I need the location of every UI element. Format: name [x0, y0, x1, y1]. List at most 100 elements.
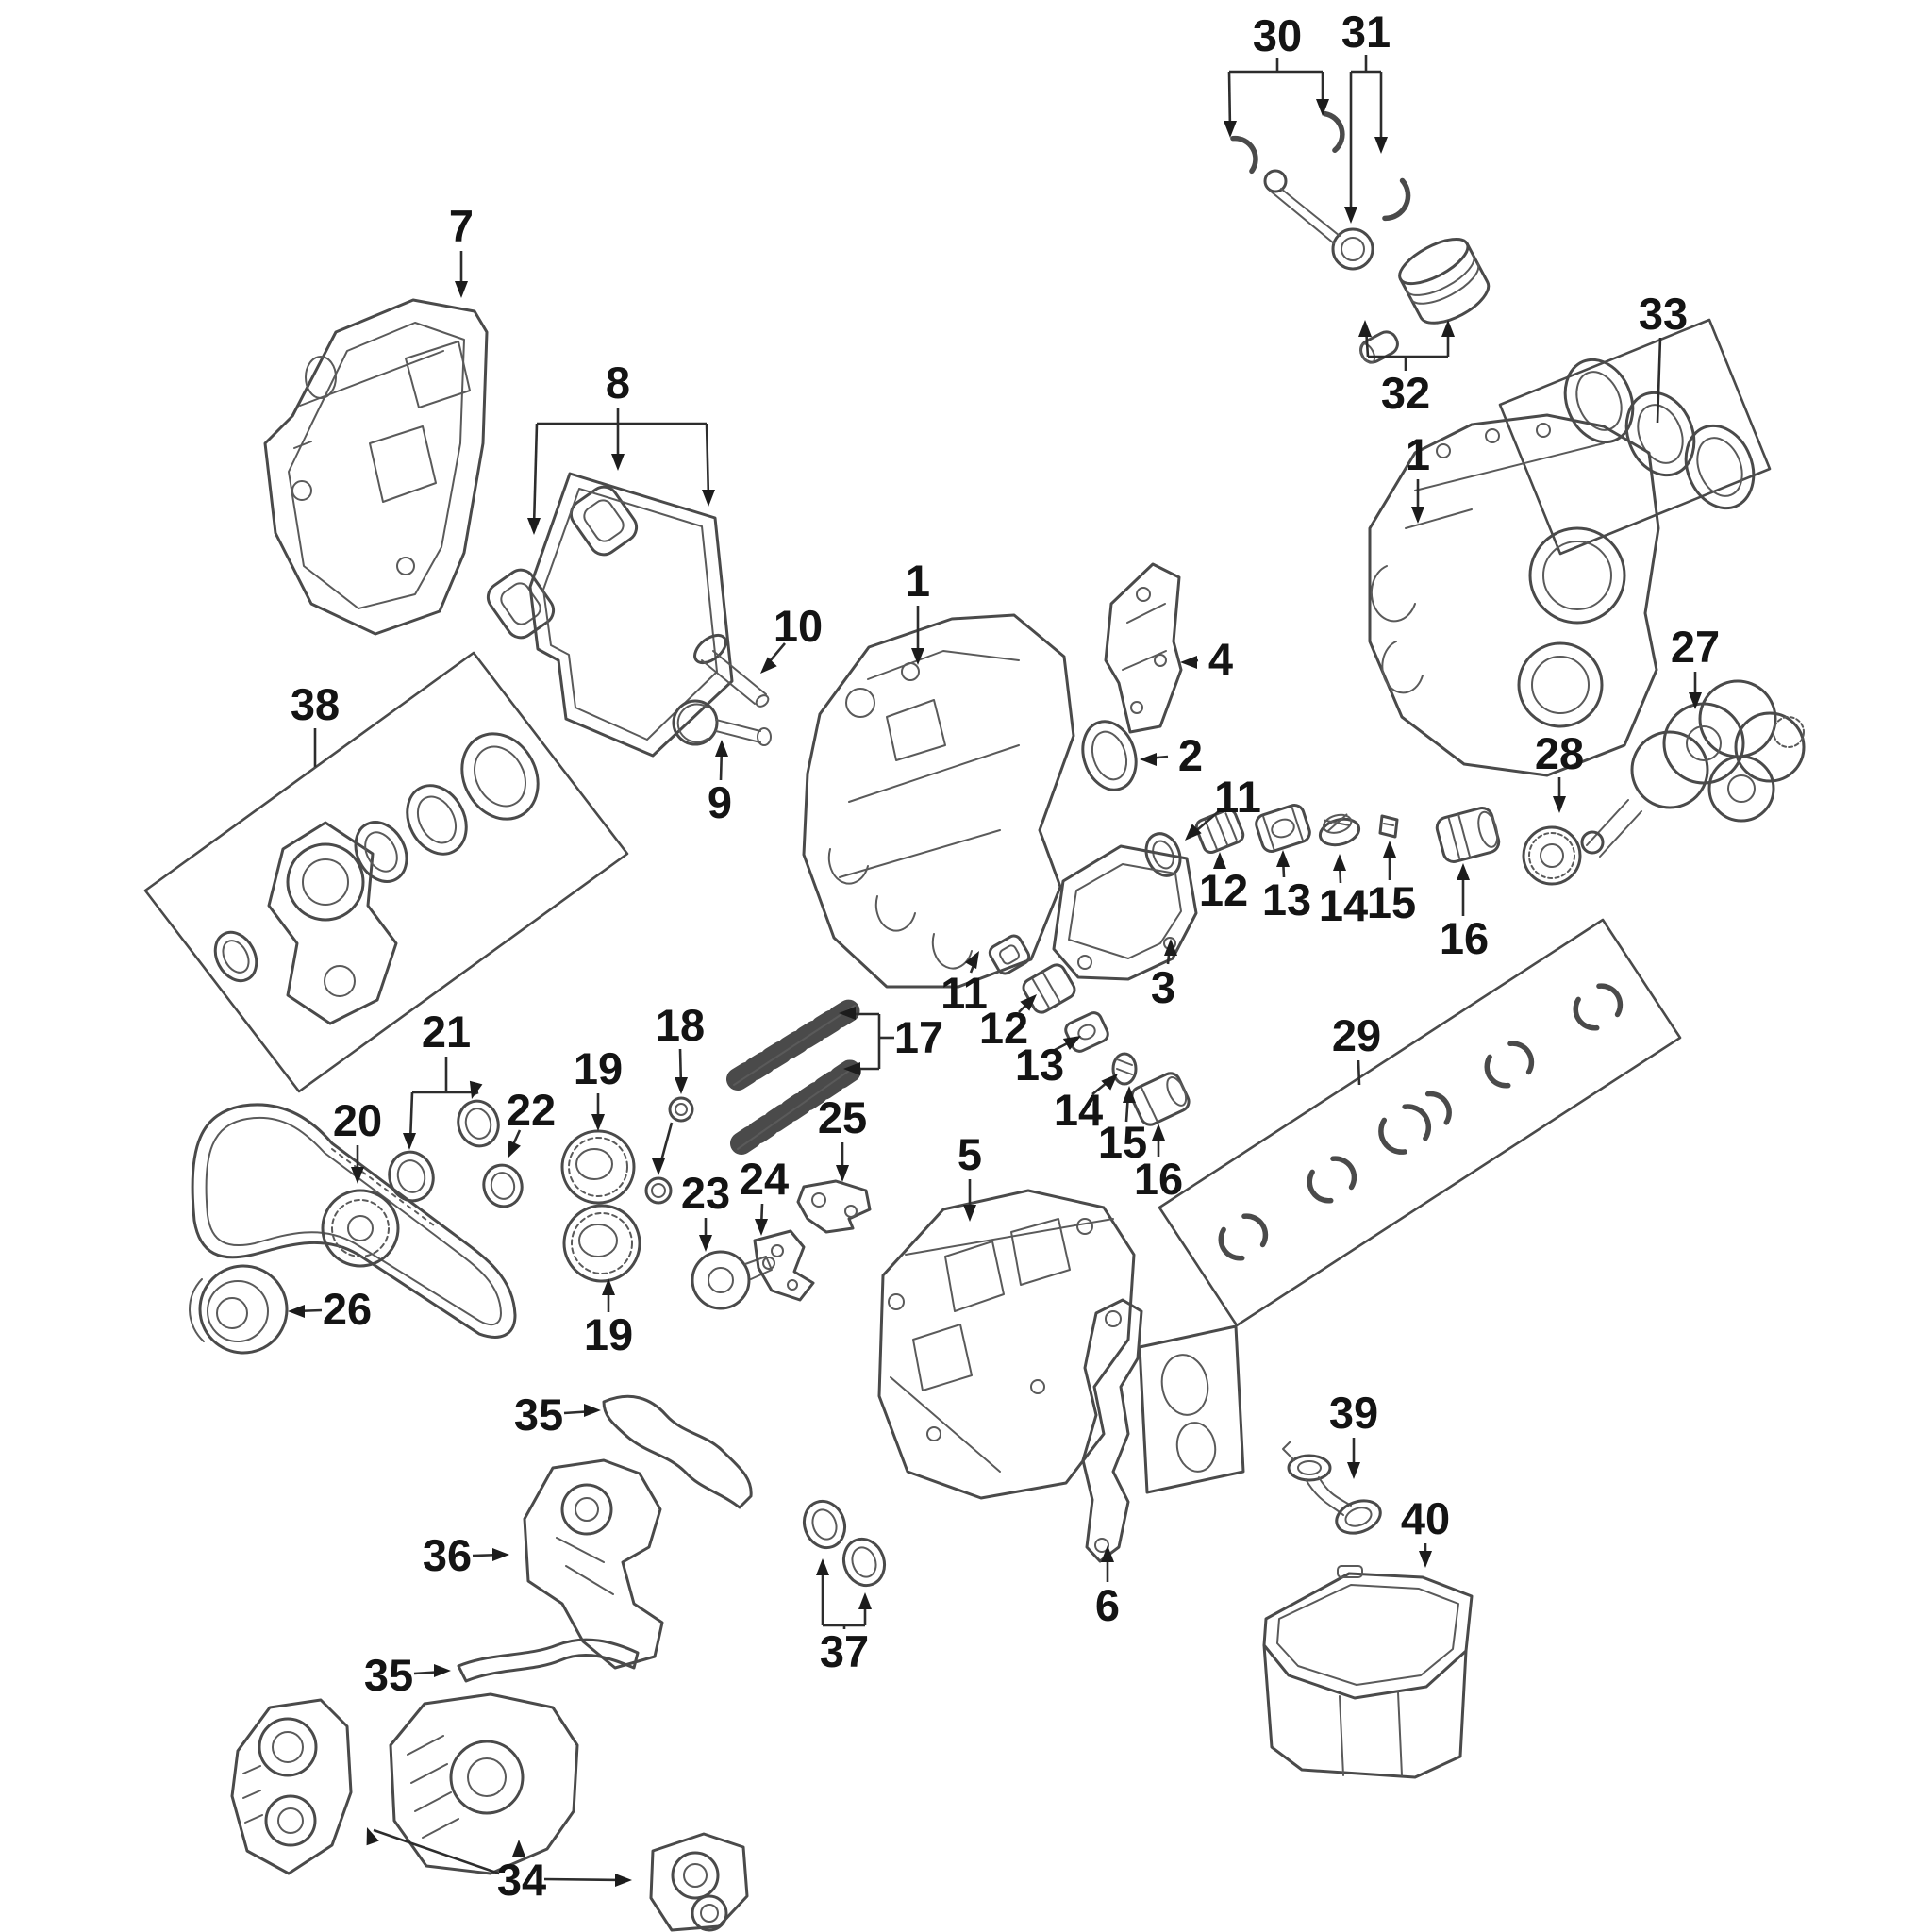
callout-35: 35: [364, 1650, 451, 1700]
cam-support-seals: [802, 1499, 887, 1588]
arrowhead: [1347, 1462, 1360, 1479]
callout-label: 28: [1535, 728, 1584, 778]
callout-12: 12: [979, 994, 1037, 1053]
callout-4: 4: [1180, 634, 1233, 684]
leader-line: [1656, 337, 1662, 424]
callout-38: 38: [291, 679, 340, 767]
crank-pulley: [189, 1264, 289, 1355]
oil-pump-kit-box: [143, 651, 629, 1093]
callout-label: 32: [1381, 368, 1430, 418]
callout-6: 6: [1095, 1545, 1120, 1630]
callout-label: 12: [979, 1003, 1028, 1053]
leader-line: [1357, 1059, 1361, 1086]
callout-label: 22: [507, 1085, 556, 1135]
callout-label: 3: [1151, 962, 1175, 1012]
arrowhead: [455, 281, 468, 298]
callout-5: 5: [958, 1129, 982, 1222]
callout-24: 24: [740, 1154, 789, 1236]
arrowhead: [1213, 852, 1226, 869]
callout-label: 29: [1332, 1010, 1381, 1060]
valve-keeper: [1378, 814, 1399, 839]
arrowhead: [602, 1278, 615, 1295]
callout-label: 30: [1253, 10, 1302, 60]
arrowhead: [508, 1140, 521, 1158]
valve-bucket: [1435, 807, 1501, 863]
callout-19: 19: [574, 1043, 623, 1131]
callout-32: 32: [1358, 320, 1455, 418]
leader-line: [532, 423, 539, 527]
callout-label: 39: [1329, 1388, 1378, 1438]
rod-bearing-shell: [1230, 135, 1258, 175]
valve-oring: [988, 934, 1031, 975]
crankshaft: [1580, 679, 1806, 858]
callout-12: 12: [1199, 852, 1248, 915]
callout-20: 20: [333, 1095, 382, 1184]
arrowhead: [527, 518, 541, 535]
arrowhead: [1020, 994, 1037, 1011]
timing-cover-right: [649, 1832, 749, 1932]
arrowhead: [1333, 854, 1346, 871]
timing-belt: [191, 1103, 517, 1339]
callout-label: 19: [574, 1043, 623, 1093]
callout-39: 39: [1329, 1388, 1378, 1479]
callout-label: 5: [958, 1129, 982, 1179]
arrowhead: [1185, 824, 1202, 841]
arrowhead: [702, 490, 715, 507]
callout-label: 4: [1208, 634, 1233, 684]
callout-14: 14: [1319, 854, 1368, 930]
callout-label: 40: [1401, 1493, 1450, 1543]
arrowhead: [611, 454, 625, 471]
arrowhead: [1383, 841, 1396, 858]
callout-label: 13: [1262, 874, 1311, 924]
callout-15: 15: [1367, 841, 1416, 927]
arrowhead: [492, 1548, 509, 1561]
callout-28: 28: [1535, 728, 1584, 813]
callout-16: 16: [1440, 863, 1489, 963]
leader-line: [543, 1877, 625, 1882]
cylinder-head-right: [1368, 413, 1660, 777]
arrowhead: [715, 740, 728, 757]
callout-label: 15: [1098, 1117, 1147, 1167]
crank-seal: [482, 1163, 524, 1208]
callout-label: 33: [1639, 289, 1688, 339]
spark-plug-tube-seals: [486, 485, 639, 640]
callout-18: 18: [652, 1000, 705, 1175]
leader-line: [1227, 71, 1232, 131]
callout-1: 1: [1406, 429, 1430, 524]
exhaust-gasket: [1081, 1298, 1143, 1563]
arrowhead: [963, 1205, 976, 1222]
rod-bearing-shell: [1382, 177, 1411, 222]
cam-sprocket: [321, 1189, 400, 1268]
arrowhead: [839, 1007, 856, 1020]
camshaft-pair: [726, 998, 866, 1155]
callout-29: 29: [1332, 1010, 1381, 1086]
arrowhead: [1374, 137, 1388, 154]
callout-2: 2: [1140, 730, 1203, 780]
callout-label: 13: [1015, 1040, 1064, 1090]
callout-22: 22: [507, 1085, 556, 1158]
arrowhead: [1123, 1086, 1136, 1103]
callout-label: 16: [1440, 913, 1489, 963]
arrowhead: [1180, 656, 1197, 669]
callout-11: 11: [941, 951, 988, 1018]
tensioner-pulley-upper: [560, 1129, 636, 1205]
callout-label: 6: [1095, 1580, 1120, 1630]
belt-tensioner: [691, 1250, 775, 1310]
callout-3: 3: [1151, 939, 1177, 1012]
callout-label: 15: [1367, 877, 1416, 927]
arrowhead: [615, 1874, 632, 1887]
piston-ring-set: [1498, 318, 1772, 556]
tensioner-bracket: [753, 1229, 815, 1302]
callout-23: 23: [681, 1168, 730, 1252]
arrowhead: [434, 1664, 451, 1677]
camshaft-seal: [1081, 720, 1138, 791]
arrowhead: [584, 1404, 601, 1417]
callout-label: 8: [606, 358, 630, 408]
valve-retainer: [1255, 804, 1311, 853]
arrowhead: [699, 1235, 712, 1252]
callout-11: 11: [1185, 772, 1261, 841]
callout-label: 38: [291, 679, 340, 729]
arrowhead: [366, 1827, 379, 1846]
callout-label: 36: [423, 1530, 472, 1580]
timing-cover-gasket-lower: [457, 1638, 640, 1683]
